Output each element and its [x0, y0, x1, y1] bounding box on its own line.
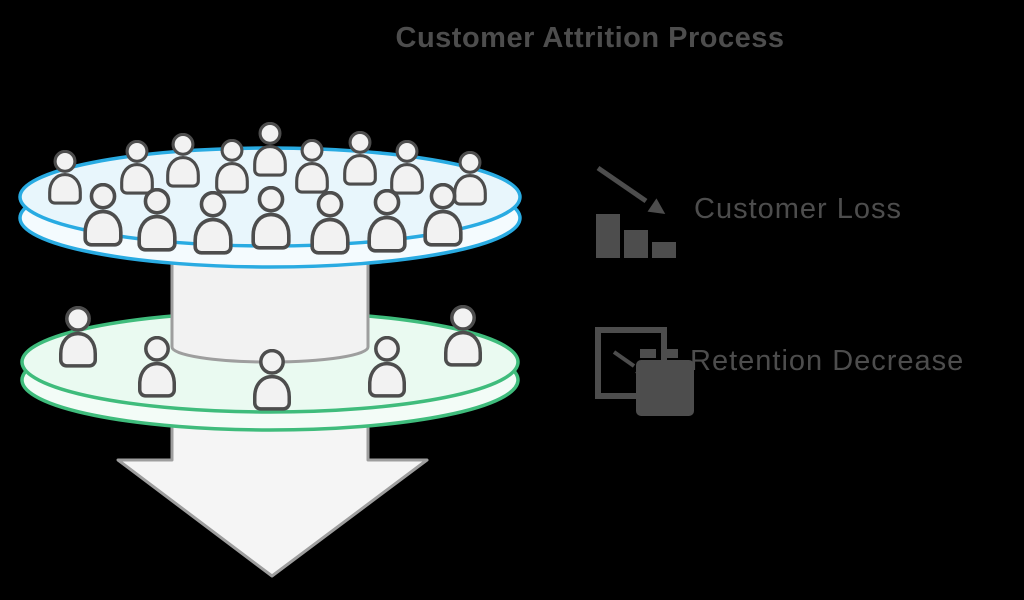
customer-figure [295, 139, 329, 194]
customer-figure [367, 336, 407, 398]
customer-figure [83, 183, 123, 247]
customer-figure [390, 140, 424, 195]
customer-figure [58, 306, 98, 368]
customer-figure [215, 139, 249, 194]
customer-figure [253, 122, 287, 177]
declining-chart-icon [596, 165, 676, 258]
customer-figure [367, 189, 407, 253]
customer-figure [252, 349, 292, 411]
customer-figure [343, 131, 377, 186]
customer-figure [137, 188, 177, 252]
customer-figure [453, 151, 487, 206]
legend-label-customer-loss: Customer Loss [694, 193, 903, 225]
customer-figure [423, 183, 463, 247]
customer-figure [166, 133, 200, 188]
customer-figure [120, 140, 154, 195]
page-title: Customer Attrition Process [395, 22, 785, 54]
customer-figure [310, 191, 350, 255]
customer-figure [251, 186, 291, 250]
customer-figure [48, 150, 82, 205]
customer-figure [443, 305, 483, 367]
churn-window-icon [595, 327, 694, 416]
customer-figure [137, 336, 177, 398]
customer-figure [193, 191, 233, 255]
legend-label-retention-decrease: Retention Decrease [690, 345, 965, 377]
downward-arrow [116, 392, 429, 578]
